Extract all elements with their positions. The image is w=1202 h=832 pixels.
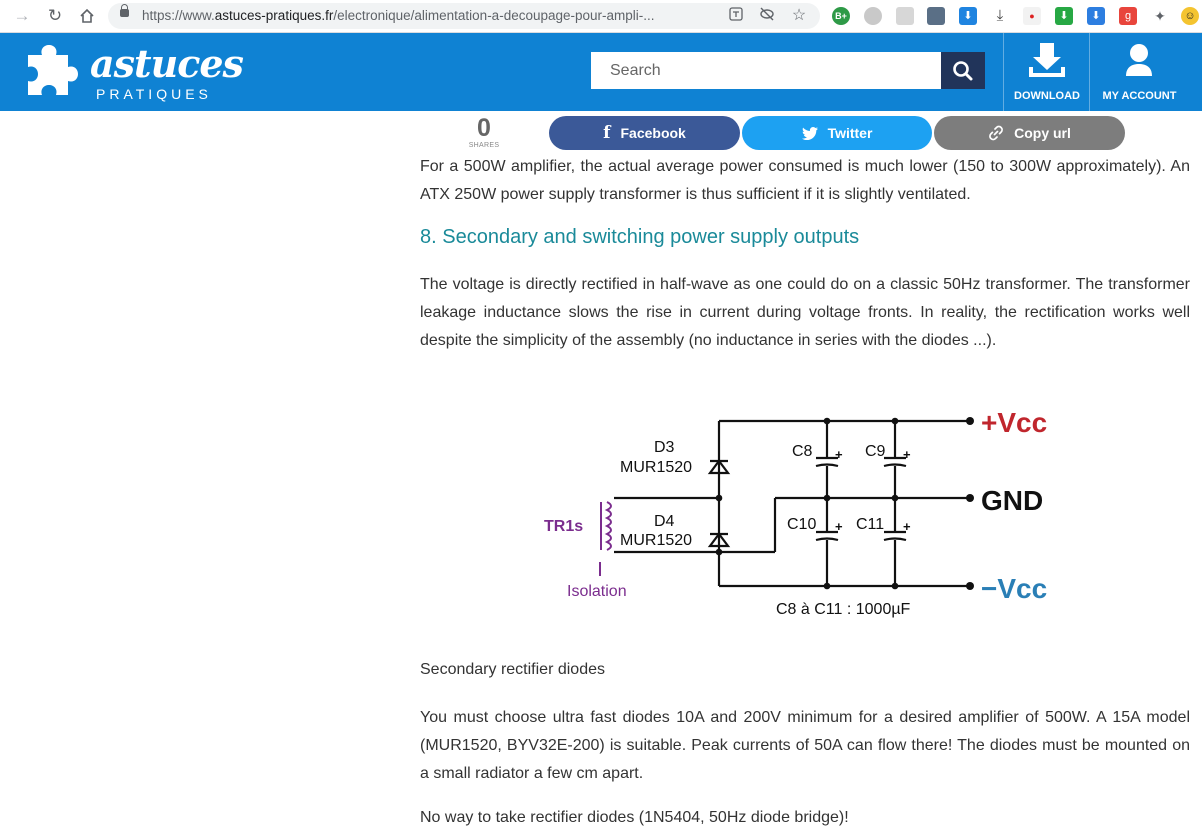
logo-subtitle: PRATIQUES: [96, 86, 212, 102]
schematic-label-d3-model: MUR1520: [620, 459, 692, 476]
extension-screen-icon[interactable]: [927, 7, 945, 25]
user-icon: [1126, 44, 1152, 76]
extension-circle-icon[interactable]: [864, 7, 882, 25]
schematic-label-c10: C10: [787, 516, 816, 533]
svg-text:+: +: [835, 519, 843, 534]
logo-text[interactable]: astuces: [90, 41, 244, 86]
section-heading: 8. Secondary and switching power supply …: [420, 226, 860, 248]
twitter-label: Twitter: [827, 125, 873, 141]
account-label: MY ACCOUNT: [1102, 90, 1177, 102]
facebook-share-button[interactable]: f Facebook: [549, 116, 740, 150]
figure-caption: Secondary rectifier diodes: [420, 661, 605, 678]
share-count: 0: [477, 114, 491, 142]
extension-green-download-icon[interactable]: ⬇: [1055, 7, 1073, 25]
search-input[interactable]: [591, 52, 941, 89]
schematic-label-vcc-pos: +Vcc: [981, 407, 1047, 438]
copy-url-label: Copy url: [1014, 125, 1071, 141]
extension-folder-icon[interactable]: [896, 7, 914, 25]
svg-text:+: +: [835, 447, 843, 462]
facebook-label: Facebook: [620, 125, 686, 141]
schematic-label-c11: C11: [856, 516, 884, 533]
my-account-button[interactable]: MY ACCOUNT: [1089, 33, 1189, 111]
forward-icon[interactable]: →: [13, 6, 31, 25]
url-text: https://www.astuces-pratiques.fr/electro…: [142, 8, 655, 23]
translate-icon[interactable]: [727, 7, 745, 25]
svg-text:+: +: [903, 519, 911, 534]
extension-b-plus-icon[interactable]: B+: [832, 7, 850, 25]
schematic-label-d4-model: MUR1520: [620, 532, 692, 549]
site-header: astuces PRATIQUES DOWNLOAD MY ACCOUNT: [0, 33, 1202, 111]
schematic-label-vcc-neg: −Vcc: [981, 573, 1047, 604]
lock-icon: [120, 4, 129, 17]
download-icon: [1029, 43, 1065, 77]
schematic-note: C8 à C11 : 1000µF: [776, 601, 911, 618]
twitter-icon: [801, 126, 818, 140]
download-label: DOWNLOAD: [1014, 90, 1080, 102]
article-paragraph-4: No way to take rectifier diodes (1N5404,…: [420, 809, 849, 826]
extension-save-icon[interactable]: ⬇: [1087, 7, 1105, 25]
article-paragraph-2: The voltage is directly rectified in hal…: [420, 276, 1190, 349]
article-paragraph-1: For a 500W amplifier, the actual average…: [420, 158, 1190, 203]
browser-toolbar: → ↻ https://www.astuces-pratiques.fr/ele…: [0, 0, 1202, 33]
schematic-label-c8: C8: [792, 443, 813, 460]
address-bar[interactable]: https://www.astuces-pratiques.fr/electro…: [108, 3, 820, 29]
puzzle-logo-icon[interactable]: [20, 39, 82, 101]
reload-icon[interactable]: ↻: [47, 6, 63, 25]
extensions-puzzle-icon[interactable]: ✦: [1154, 8, 1166, 24]
schematic-label-c9: C9: [865, 443, 886, 460]
eye-off-icon[interactable]: [758, 7, 776, 25]
article-paragraph-3: You must choose ultra fast diodes 10A an…: [420, 709, 1190, 782]
schematic-label-d4: D4: [654, 513, 675, 530]
extension-download-blue-icon[interactable]: ⬇: [959, 7, 977, 25]
profile-avatar[interactable]: ☺: [1181, 7, 1199, 25]
extension-record-icon[interactable]: ●: [1023, 7, 1041, 25]
extension-google-icon[interactable]: g: [1119, 7, 1137, 25]
share-count-label: SHARES: [468, 142, 500, 149]
svg-text:+: +: [903, 447, 911, 462]
link-icon: [989, 125, 1004, 141]
schematic-label-isolation: Isolation: [567, 583, 627, 600]
search-icon: [953, 61, 973, 81]
home-icon[interactable]: [75, 4, 99, 28]
rectifier-schematic: + + + + D3 MUR1520 D4 MUR1520 C8 C9 C10 C1…: [544, 407, 1047, 618]
star-icon[interactable]: ☆: [791, 7, 807, 24]
copy-url-button[interactable]: Copy url: [934, 116, 1125, 150]
facebook-icon: f: [603, 123, 611, 143]
schematic-label-d3: D3: [654, 439, 675, 456]
schematic-label-tr1s: TR1s: [544, 518, 583, 535]
twitter-share-button[interactable]: Twitter: [742, 116, 932, 150]
search-button[interactable]: [941, 52, 985, 89]
schematic-label-gnd: GND: [981, 485, 1043, 516]
download-button[interactable]: DOWNLOAD: [1003, 33, 1090, 111]
extension-download-icon[interactable]: ⤓: [996, 7, 1004, 24]
share-counter: 0 SHARES: [460, 114, 508, 149]
